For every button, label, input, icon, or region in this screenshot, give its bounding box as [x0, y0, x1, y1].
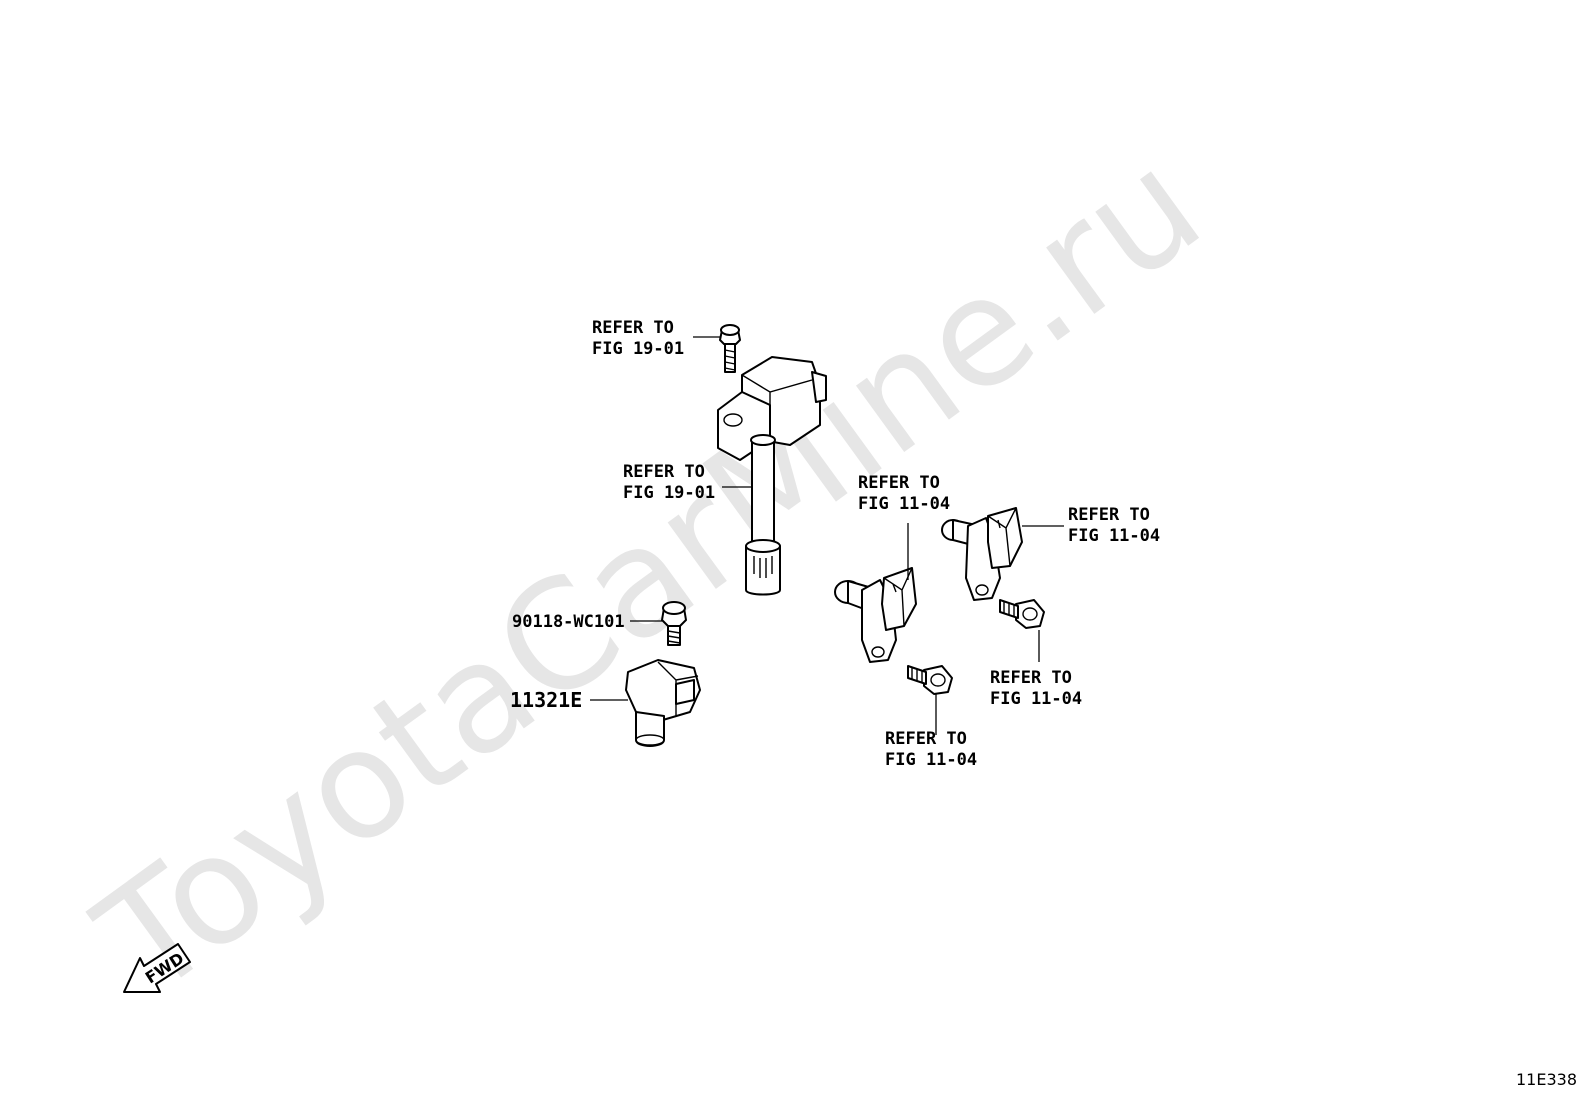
svg-text:REFER TO: REFER TO	[592, 318, 674, 338]
svg-text:FIG 11-04: FIG 11-04	[885, 750, 977, 770]
part-number-bolt[interactable]: 90118-WC101	[512, 612, 625, 632]
label-cam-sensor-right: REFER TO FIG 11-04	[1068, 505, 1160, 546]
diagram-code: 11E338	[1516, 1070, 1577, 1089]
svg-text:FIG 19-01: FIG 19-01	[592, 339, 684, 359]
crank-position-sensor[interactable]	[625, 659, 701, 747]
bolt-90118[interactable]	[661, 601, 687, 646]
coil-bolt[interactable]	[719, 324, 741, 373]
label-cam-sensor-left: REFER TO FIG 11-04	[858, 473, 950, 514]
label-ignition-coil: REFER TO FIG 19-01	[623, 462, 715, 503]
label-bolt-center: REFER TO FIG 11-04	[885, 729, 977, 770]
watermark: ToyotaCarMine.ru	[68, 118, 1231, 1030]
part-number-crank-sensor[interactable]: 11321E	[510, 688, 582, 712]
label-coil-bolt: REFER TO FIG 19-01	[592, 318, 684, 359]
svg-text:REFER TO: REFER TO	[1068, 505, 1150, 525]
svg-text:FIG 11-04: FIG 11-04	[858, 494, 950, 514]
svg-text:REFER TO: REFER TO	[990, 668, 1072, 688]
sensor-bolt-center[interactable]	[907, 665, 953, 695]
cam-position-sensor-left[interactable]	[834, 567, 917, 663]
svg-text:REFER TO: REFER TO	[623, 462, 705, 482]
ignition-coil[interactable]	[717, 356, 827, 596]
cam-position-sensor-right[interactable]	[941, 507, 1023, 601]
svg-text:REFER TO: REFER TO	[858, 473, 940, 493]
svg-text:FIG 19-01: FIG 19-01	[623, 483, 715, 503]
label-bolt-right: REFER TO FIG 11-04	[990, 668, 1082, 709]
svg-text:FIG 11-04: FIG 11-04	[1068, 526, 1160, 546]
svg-text:FIG 11-04: FIG 11-04	[990, 689, 1082, 709]
svg-text:REFER TO: REFER TO	[885, 729, 967, 749]
sensor-bolt-right[interactable]	[999, 599, 1045, 629]
